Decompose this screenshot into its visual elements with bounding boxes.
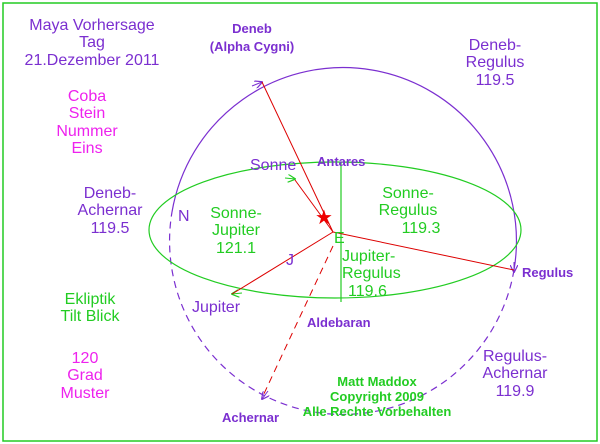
planet-label-jupiter: Jupiter xyxy=(192,299,241,316)
celestial-circle-lower xyxy=(168,211,515,416)
title-line-3: 21.Dezember 2011 xyxy=(24,51,160,69)
line-earth-sonne xyxy=(294,179,334,233)
line-earth-achernar xyxy=(261,245,334,399)
angle-jupiter-regulus: Jupiter- Regulus 119.6 xyxy=(342,248,401,300)
angle-deneb-achernar: Deneb- Achernar 119.5 xyxy=(77,185,143,237)
line-earth-jupiter xyxy=(231,231,334,295)
subtitle-line-1: Coba xyxy=(67,88,107,105)
title-block: Maya Vorhersage Tag 21.Dezember 2011 xyxy=(12,17,172,69)
subtitle-line-2: Stein xyxy=(68,105,106,123)
jupiter-marker: J xyxy=(286,252,294,269)
north-marker: N xyxy=(178,208,190,225)
earth-marker: E xyxy=(334,230,345,247)
angle-deneb-regulus: Deneb- Regulus 119.5 xyxy=(465,37,525,89)
title-line-2: Tag xyxy=(79,34,105,52)
jupiter-arrowhead xyxy=(232,293,243,294)
subtitle-line-4: Eins xyxy=(71,139,103,157)
celestial-circle-upper xyxy=(171,66,518,271)
deneb-arrowhead xyxy=(251,82,262,86)
pattern-block: 120 Grad Muster xyxy=(60,350,110,402)
ecliptic-ellipse xyxy=(148,161,522,299)
angle-regulus-achernar: Regulus- Achernar 119.9 xyxy=(482,348,548,400)
sonne-arrowhead xyxy=(284,178,295,179)
subtitle-line-3: Nummer xyxy=(56,122,118,140)
star-label-achernar: Achernar xyxy=(222,410,280,425)
star-label-aldebaran: Aldebaran xyxy=(307,315,371,330)
subtitle-block: Coba Stein Nummer Eins xyxy=(42,88,132,157)
star-label-regulus: Regulus xyxy=(522,265,574,280)
star-label-antares: Antares xyxy=(317,154,366,169)
credits-block: Matt Maddox Copyright 2009 Alle Rechte V… xyxy=(302,374,452,419)
title-line-1: Maya Vorhersage xyxy=(29,17,155,34)
angle-sonne-regulus: Sonne- Regulus 119.3 xyxy=(378,185,441,237)
angle-sonne-jupiter: Sonne- Jupiter 121.1 xyxy=(210,205,262,257)
achernar-arrowhead xyxy=(262,390,268,399)
planet-label-sonne: Sonne xyxy=(250,157,297,174)
star-marker-icon: ★ xyxy=(315,207,333,229)
line-earth-deneb xyxy=(261,81,334,233)
line-earth-regulus xyxy=(332,231,515,271)
star-label-deneb: Deneb (Alpha Cygni) xyxy=(209,21,295,55)
view-block: Ekliptik Tilt Blick xyxy=(60,291,120,326)
